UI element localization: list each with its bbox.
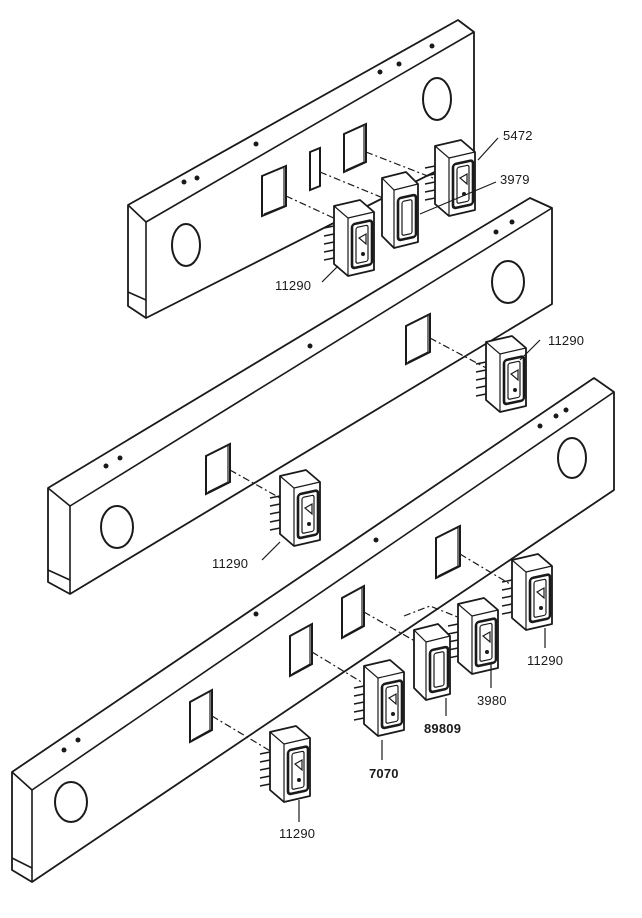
mounting-hole [54, 781, 88, 823]
callout-labels: 5472 3979 11290 11290 11290 11290 3980 8… [212, 128, 584, 841]
middle-rail [47, 197, 553, 595]
callout-5472: 5472 [503, 128, 533, 143]
switch-7070 [352, 658, 406, 738]
switch-11290-lower-right [500, 552, 554, 632]
switch-11290-middle-right [474, 334, 528, 414]
callout-3979: 3979 [500, 172, 530, 187]
switch-11290-middle-left [268, 468, 322, 548]
callout-11290: 11290 [212, 556, 248, 571]
mounting-hole [171, 223, 201, 267]
mounting-hole [491, 260, 525, 304]
callout-7070: 7070 [369, 766, 399, 781]
switch-3979 [380, 170, 420, 250]
leader-lines [261, 137, 546, 822]
lower-rail [11, 377, 615, 883]
callout-11290: 11290 [527, 653, 563, 668]
assembly-lines [211, 151, 521, 753]
switch-3980 [446, 596, 500, 676]
switch-11290-lower-left [258, 724, 312, 804]
mounting-hole [557, 437, 587, 479]
callout-11290: 11290 [275, 278, 311, 293]
callout-11290: 11290 [548, 333, 584, 348]
upper-rail [127, 19, 475, 319]
callout-3980: 3980 [477, 693, 507, 708]
callout-11290: 11290 [279, 826, 315, 841]
switch-89809 [412, 622, 452, 702]
callout-89809: 89809 [424, 721, 461, 736]
mounting-hole [422, 77, 452, 121]
mounting-hole [100, 505, 134, 549]
